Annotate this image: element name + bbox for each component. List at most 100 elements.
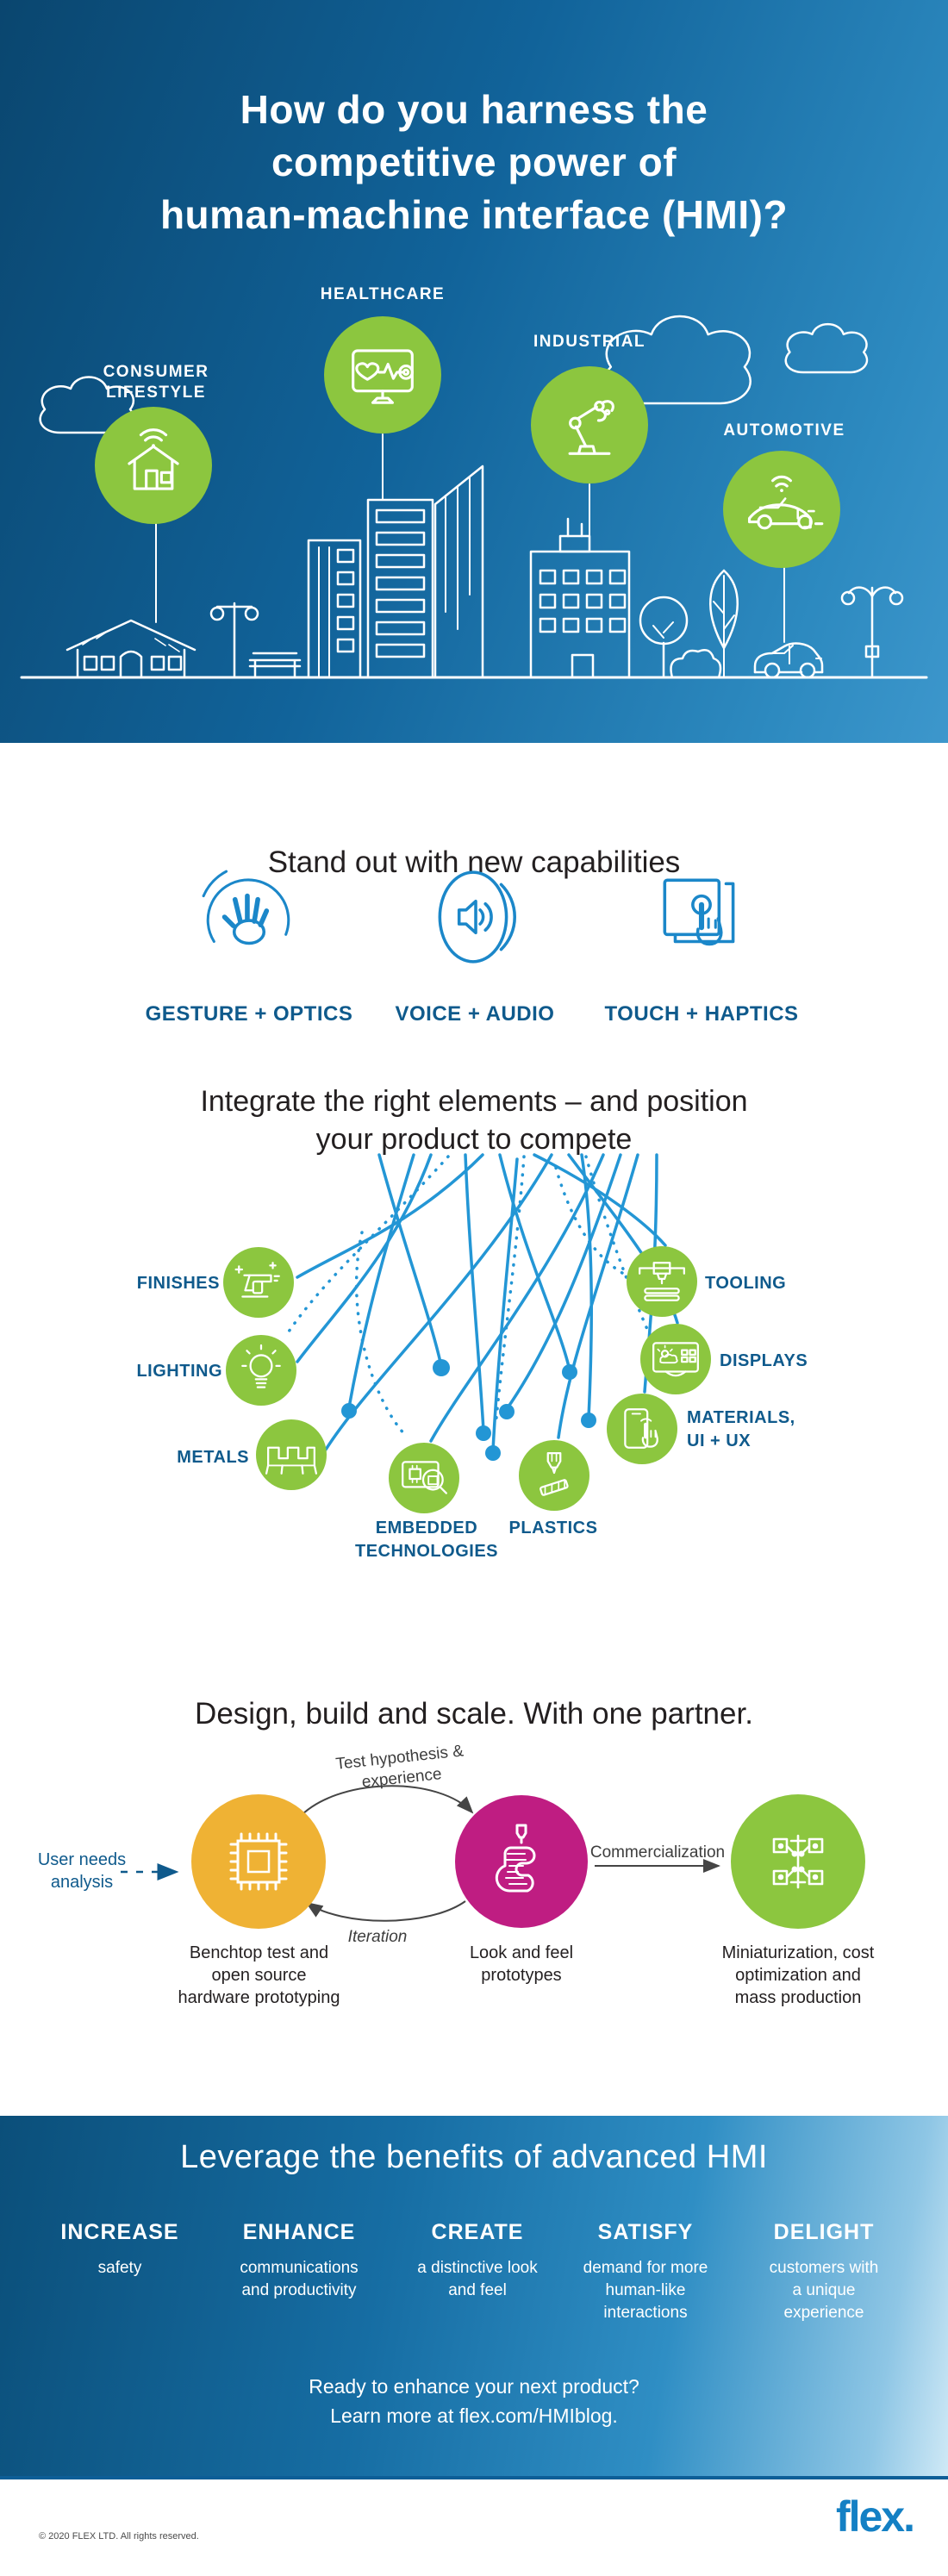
element-bubble-metals <box>256 1419 327 1490</box>
cta-line-2: Learn more at flex.com/HMIblog. <box>330 2404 618 2427</box>
element-bubble-lighting <box>226 1335 296 1406</box>
phone-touch-icon <box>624 1408 658 1449</box>
stage-caption-benchtop: Benchtop test and open source hardware p… <box>178 1943 340 2007</box>
metal-bracket-icon <box>265 1446 318 1475</box>
iteration-arrow <box>305 1900 466 1922</box>
capability-label-voice: VOICE + AUDIO <box>395 1002 555 1026</box>
sector-label-automotive: AUTOMOTIVE <box>723 421 845 440</box>
element-bubble-tooling <box>627 1246 697 1317</box>
smart-home-icon <box>128 428 179 490</box>
capability-label-gesture: GESTURE + OPTICS <box>145 1002 353 1026</box>
bench-icon <box>248 652 302 679</box>
gesture-hand-icon <box>202 870 290 945</box>
benefit-column-satisfy: SATISFY demand for more human-like inter… <box>559 2220 732 2324</box>
benefit-column-create: CREATE a distinctive look and feel <box>391 2220 564 2302</box>
stage-circle-benchtop <box>191 1794 326 1929</box>
element-label-displays: DISPLAYS <box>720 1351 808 1370</box>
display-screen-icon <box>652 1342 699 1377</box>
element-label-finishes: FINISHES <box>136 1274 220 1293</box>
sector-circle-healthcare <box>324 316 441 433</box>
title-line: How do you harness the <box>240 86 708 132</box>
element-label-metals: METALS <box>177 1448 249 1467</box>
test-hypothesis-arrow <box>297 1785 474 1819</box>
printed-prototype-icon <box>495 1824 536 1893</box>
element-bubble-plastics <box>519 1440 589 1511</box>
stage-caption-look-feel: Look and feel prototypes <box>469 1943 574 1985</box>
tangled-wires-illustration <box>287 1153 679 1461</box>
benefit-body: customers with a unique experience <box>769 2259 879 2322</box>
house-illustration <box>65 619 196 679</box>
street-lamp-icon <box>209 602 259 679</box>
benefits-section: Leverage the benefits of advanced HMI IN… <box>0 2116 948 2479</box>
benefit-heading: CREATE <box>431 2220 524 2244</box>
benefit-body: demand for more human-like interactions <box>583 2259 708 2322</box>
tree-icon <box>639 596 689 679</box>
benefit-heading: SATISFY <box>597 2220 694 2244</box>
benefit-column-increase: INCREASE safety <box>34 2220 206 2280</box>
user-needs-label: User needs analysis <box>37 1850 127 1892</box>
hero-section: How do you harness the competitive power… <box>0 0 948 743</box>
health-monitor-icon <box>352 349 414 404</box>
element-label-lighting: LIGHTING <box>136 1362 222 1381</box>
benefits-title: Leverage the benefits of advanced HMI <box>180 2139 768 2175</box>
chip-icon <box>229 1832 288 1891</box>
sector-label-industrial: INDUSTRIAL <box>533 333 646 351</box>
element-label-plastics: PLASTICS <box>508 1519 598 1537</box>
street-lamp-icon <box>840 586 904 679</box>
arrow-label-commercialization: Commercialization <box>589 1843 726 1862</box>
building-illustration <box>529 517 631 679</box>
arrow-label-iteration: Iteration <box>347 1928 408 1946</box>
elements-title: Integrate the right elements – and posit… <box>0 1082 948 1158</box>
stage-circle-mass-production <box>731 1794 865 1929</box>
cta-line-1: Ready to enhance your next product? <box>309 2375 639 2398</box>
printer-tool-icon <box>639 1262 685 1301</box>
process-arrows <box>121 1785 720 1922</box>
touchscreen-icon <box>663 878 735 946</box>
benefit-heading: ENHANCE <box>242 2220 356 2244</box>
building-illustration <box>433 465 484 679</box>
element-label-embedded: EMBEDDED TECHNOLOGIES <box>354 1519 498 1561</box>
title-line: competitive power of <box>271 139 677 184</box>
element-bubble-finishes <box>223 1247 294 1318</box>
benefit-body: a distinctive look and feel <box>417 2259 538 2299</box>
robot-arm-icon <box>568 400 614 455</box>
benefit-column-enhance: ENHANCE communications and productivity <box>213 2220 385 2302</box>
element-label-tooling: TOOLING <box>705 1274 787 1293</box>
process-title: Design, build and scale. With one partne… <box>195 1697 753 1731</box>
page-title: How do you harness the competitive power… <box>103 84 845 241</box>
bush-icon <box>670 649 722 679</box>
elements-title-line: your product to compete <box>315 1123 633 1157</box>
element-bubble-displays <box>640 1324 711 1394</box>
capability-label-touch: TOUCH + HAPTICS <box>604 1002 799 1026</box>
building-illustration <box>366 498 434 679</box>
benefit-column-delight: DELIGHT customers with a unique experien… <box>738 2220 910 2324</box>
light-bulb-icon <box>241 1344 281 1388</box>
cloud-icon <box>784 322 869 374</box>
title-line: human-machine interface (HMI)? <box>159 191 789 237</box>
elements-title-line: Integrate the right elements – and posit… <box>200 1085 748 1119</box>
city-skyline-illustration <box>20 0 928 679</box>
circuit-board-icon <box>772 1834 824 1889</box>
copyright-text: © 2020 FLEX LTD. All rights reserved. <box>39 2531 199 2542</box>
benefit-body: communications and productivity <box>240 2259 359 2299</box>
tree-icon <box>709 569 739 678</box>
sector-label-consumer-lifestyle: CONSUMER LIFESTYLE <box>103 363 209 402</box>
speaker-icon <box>438 870 516 964</box>
benefit-heading: INCREASE <box>60 2220 179 2244</box>
flex-logo: flex. <box>835 2492 915 2541</box>
car-icon <box>753 642 824 679</box>
embedded-chip-icon <box>402 1461 447 1494</box>
element-bubble-embedded <box>389 1443 459 1513</box>
benefit-heading: DELIGHT <box>773 2220 875 2244</box>
building-illustration <box>307 539 362 679</box>
injection-molding-icon <box>539 1452 569 1496</box>
sector-circle-consumer <box>95 407 212 524</box>
sector-circle-industrial <box>531 366 648 483</box>
connected-car-icon <box>748 475 824 530</box>
spray-gun-icon <box>234 1262 280 1298</box>
element-bubble-materials <box>607 1394 677 1464</box>
stage-circle-look-feel <box>455 1795 588 1928</box>
sector-circle-automotive <box>723 451 840 568</box>
stage-caption-mass-production: Miniaturization, cost optimization and m… <box>721 1943 875 2007</box>
